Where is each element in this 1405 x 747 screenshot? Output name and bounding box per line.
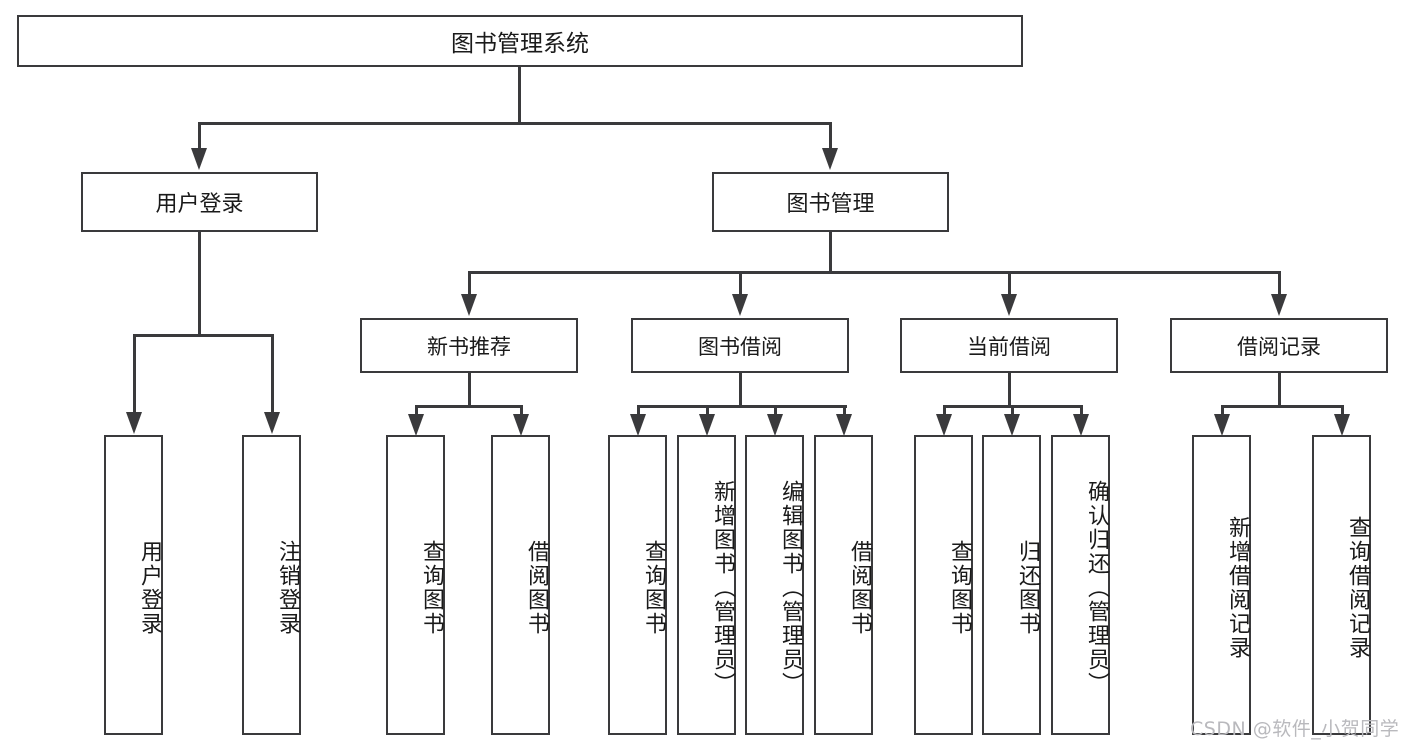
connector-bookmgmt-bar — [468, 271, 1281, 274]
leaf-record-query-record[interactable]: 查询借阅记录 — [1312, 435, 1371, 735]
connector-login-right — [271, 334, 274, 414]
leaf-current-confirm-return[interactable]: 确认归还（管理员） — [1051, 435, 1110, 735]
arrow-current-to-query — [936, 414, 952, 436]
arrow-bookmgmt-to-newbook — [461, 294, 477, 316]
connector-borrow-c1 — [637, 405, 640, 417]
arrow-newbook-to-query — [408, 414, 424, 436]
connector-newbook-stem — [468, 373, 471, 408]
leaf-borrow-query-book[interactable]: 查询图书 — [608, 435, 667, 735]
node-label: 用户登录 — [155, 192, 244, 217]
node-label: 确认归还（管理员） — [1084, 480, 1109, 696]
node-label: 新书推荐 — [427, 334, 511, 359]
node-label: 用户登录 — [137, 540, 162, 636]
node-new-book-recommend[interactable]: 新书推荐 — [360, 318, 578, 373]
arrow-borrow-to-query — [630, 414, 646, 436]
connector-borrow-c2 — [706, 405, 709, 417]
leaf-logout[interactable]: 注销登录 — [242, 435, 301, 735]
leaf-newbook-query-book[interactable]: 查询图书 — [386, 435, 445, 735]
arrow-bookmgmt-to-borrow — [732, 294, 748, 316]
connector-borrow-bar — [637, 405, 847, 408]
connector-current-c1 — [943, 405, 946, 417]
node-label: 当前借阅 — [967, 334, 1051, 359]
leaf-user-login[interactable]: 用户登录 — [104, 435, 163, 735]
arrow-record-to-query — [1334, 414, 1350, 436]
connector-login-left — [133, 334, 136, 414]
connector-root-bar — [198, 122, 831, 125]
node-book-borrow[interactable]: 图书借阅 — [631, 318, 849, 373]
node-label: 新增借阅记录 — [1225, 516, 1250, 660]
node-label: 编辑图书（管理员） — [778, 480, 803, 696]
node-label: 查询图书 — [419, 540, 444, 636]
connector-current-c2 — [1011, 405, 1014, 417]
node-label: 借阅记录 — [1237, 334, 1321, 359]
connector-bookmgmt-c1 — [468, 271, 471, 295]
connector-record-c1 — [1221, 405, 1224, 417]
arrow-bookmgmt-to-record — [1271, 294, 1287, 316]
leaf-current-return-book[interactable]: 归还图书 — [982, 435, 1041, 735]
arrow-borrow-to-lend — [836, 414, 852, 436]
connector-newbook-c1 — [415, 405, 418, 417]
arrow-root-to-login — [191, 148, 207, 170]
connector-bookmgmt-c3 — [1008, 271, 1011, 295]
node-label: 新增图书（管理员） — [710, 480, 735, 696]
connector-borrow-c3 — [774, 405, 777, 417]
leaf-current-query-book[interactable]: 查询图书 — [914, 435, 973, 735]
node-borrow-record[interactable]: 借阅记录 — [1170, 318, 1388, 373]
connector-record-stem — [1278, 373, 1281, 408]
connector-current-c3 — [1080, 405, 1083, 417]
connector-bookmgmt-c4 — [1278, 271, 1281, 295]
connector-bookmgmt-c2 — [739, 271, 742, 295]
node-book-management[interactable]: 图书管理 — [712, 172, 949, 232]
connector-login-stem — [198, 232, 201, 336]
node-label: 借阅图书 — [847, 540, 872, 636]
leaf-borrow-edit-book[interactable]: 编辑图书（管理员） — [745, 435, 804, 735]
node-current-borrow[interactable]: 当前借阅 — [900, 318, 1118, 373]
node-label: 图书管理系统 — [451, 31, 589, 57]
connector-newbook-bar — [415, 405, 523, 408]
arrow-borrow-to-edit — [767, 414, 783, 436]
arrow-login-to-user-login — [126, 412, 142, 434]
connector-borrow-stem — [739, 373, 742, 408]
connector-newbook-c2 — [520, 405, 523, 417]
connector-login-bar — [133, 334, 273, 337]
leaf-borrow-add-book[interactable]: 新增图书（管理员） — [677, 435, 736, 735]
connector-record-bar — [1221, 405, 1341, 408]
arrow-bookmgmt-to-current — [1001, 294, 1017, 316]
arrow-root-to-bookmgmt — [822, 148, 838, 170]
connector-root-stem — [518, 67, 521, 123]
node-label: 借阅图书 — [524, 540, 549, 636]
arrow-record-to-add — [1214, 414, 1230, 436]
arrow-login-to-logout — [264, 412, 280, 434]
node-label: 图书管理 — [786, 192, 875, 217]
arrow-newbook-to-borrow — [513, 414, 529, 436]
csdn-watermark: CSDN @软件_小贺同学 — [1190, 718, 1400, 740]
arrow-borrow-to-add — [699, 414, 715, 436]
leaf-record-add-record[interactable]: 新增借阅记录 — [1192, 435, 1251, 735]
arrow-current-to-confirm — [1073, 414, 1089, 436]
connector-bookmgmt-stem — [829, 232, 832, 274]
leaf-borrow-lend-book[interactable]: 借阅图书 — [814, 435, 873, 735]
connector-borrow-c4 — [843, 405, 846, 417]
node-label: 图书借阅 — [698, 334, 782, 359]
node-label: 查询借阅记录 — [1345, 516, 1370, 660]
node-label: 查询图书 — [641, 540, 666, 636]
connector-root-to-bookmgmt — [829, 122, 832, 150]
leaf-newbook-borrow-book[interactable]: 借阅图书 — [491, 435, 550, 735]
arrow-current-to-return — [1004, 414, 1020, 436]
connector-current-stem — [1008, 373, 1011, 408]
node-label: 归还图书 — [1015, 540, 1040, 636]
node-label: 查询图书 — [947, 540, 972, 636]
node-label: 注销登录 — [275, 540, 300, 636]
node-root-system[interactable]: 图书管理系统 — [17, 15, 1023, 67]
connector-root-to-login — [198, 122, 201, 150]
node-user-login[interactable]: 用户登录 — [81, 172, 318, 232]
connector-record-c2 — [1341, 405, 1344, 417]
